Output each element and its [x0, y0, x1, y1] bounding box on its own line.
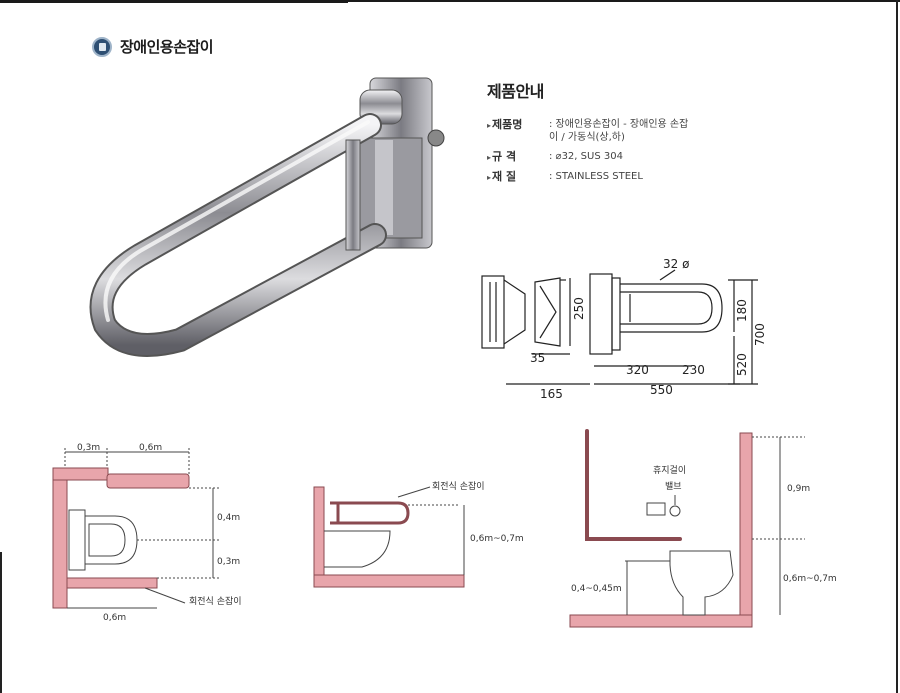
side-height: 0,6m~0,7m	[470, 534, 524, 544]
plan-dim-06-top: 0,6m	[139, 443, 162, 453]
page-title: 장애인용손잡이	[120, 38, 214, 56]
dim-550: 550	[650, 383, 673, 397]
plan-dim-04: 0,4m	[217, 513, 240, 523]
right-dim-0607: 0,6m~0,7m	[783, 574, 837, 584]
page-header: 장애인용손잡이	[92, 36, 214, 57]
plan-dim-06-bottom: 0,6m	[103, 613, 126, 623]
document-icon	[92, 36, 112, 57]
spec-material: 재 질 : STAINLESS STEEL	[487, 170, 747, 184]
plan-label: 회전식 손잡이	[189, 595, 242, 607]
side-label: 회전식 손잡이	[432, 480, 485, 492]
dim-250: 250	[572, 297, 586, 320]
dim-165: 165	[540, 387, 563, 401]
top-border	[0, 0, 900, 2]
dim-320: 320	[626, 363, 649, 377]
product-photo	[89, 77, 445, 357]
plan-diagram: 0,3m 0,6m 0,4m 0,3m 0,6m 회전식 손잡이	[52, 443, 242, 623]
dim-diameter: 32 ø	[663, 257, 689, 271]
plan-dim-03: 0,3m	[217, 557, 240, 567]
spec-product-name: 제품명 : 장애인용손잡이 - 장애인용 손잡 이 / 가동식(상,하)	[487, 118, 747, 144]
info-heading: 제품안내	[487, 82, 544, 101]
dim-520: 520	[735, 353, 749, 376]
toilet-elevation-diagram: 휴지걸이 밸브 0,9m 0,6m~0,7m 0,4~0,45m	[569, 429, 837, 628]
dim-180: 180	[735, 299, 749, 322]
dim-700: 700	[753, 323, 767, 346]
right-dim-09: 0,9m	[787, 484, 810, 494]
plan-dim-03-top: 0,3m	[77, 443, 100, 453]
side-diagram: 회전식 손잡이 0,6m~0,7m	[313, 480, 524, 588]
spec-size: 규 격 : ⌀32, SUS 304	[487, 150, 747, 164]
right-border	[896, 0, 898, 693]
left-border	[0, 552, 2, 693]
product-info: 제품안내 제품명 : 장애인용손잡이 - 장애인용 손잡 이 / 가동식(상,하…	[487, 78, 747, 190]
dimension-drawing: 32 ø 250 35 165 320 230 550 180 520 700	[481, 257, 767, 401]
dim-230: 230	[682, 363, 705, 377]
tissue-label: 휴지걸이	[653, 465, 686, 476]
valve-label: 밸브	[665, 481, 682, 492]
right-dim-04045: 0,4~0,45m	[571, 584, 622, 594]
dim-35: 35	[530, 351, 545, 365]
